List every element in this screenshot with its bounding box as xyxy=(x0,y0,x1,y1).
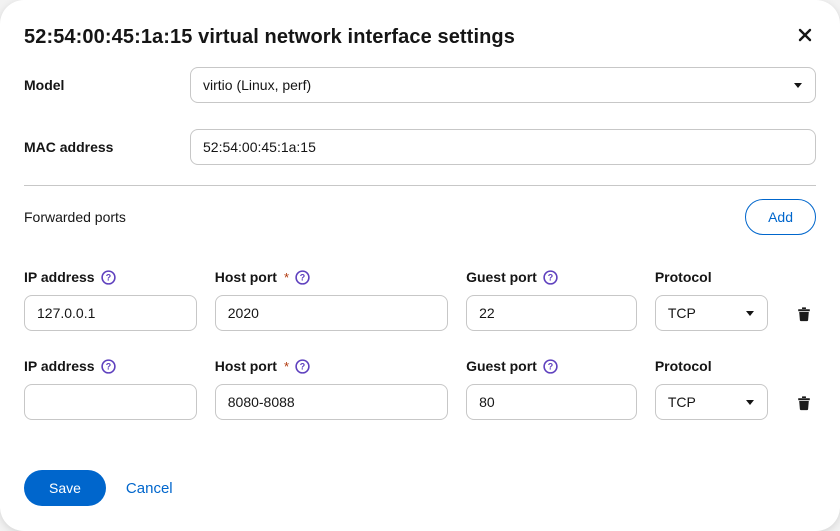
guest-port-field: Guest port ? xyxy=(466,357,637,420)
svg-text:?: ? xyxy=(548,272,553,282)
guest-port-label-row: Guest port ? xyxy=(466,268,637,286)
protocol-field: Protocol TCP xyxy=(654,268,769,331)
ip-address-field: IP address ? xyxy=(24,357,197,420)
model-select-value: virtio (Linux, perf) xyxy=(203,77,312,93)
section-divider xyxy=(24,185,816,186)
protocol-select[interactable]: TCP xyxy=(654,384,769,420)
protocol-label: Protocol xyxy=(654,269,712,285)
help-question-circle-icon[interactable]: ? xyxy=(100,269,116,285)
required-indicator: * xyxy=(283,358,290,374)
ip-address-label-row: IP address ? xyxy=(24,268,197,286)
port-row: IP address ? Host port * ? Guest por xyxy=(24,357,816,420)
help-question-circle-icon[interactable]: ? xyxy=(543,269,558,285)
help-question-circle-icon[interactable]: ? xyxy=(543,358,558,374)
ip-address-label-row: IP address ? xyxy=(24,357,197,375)
protocol-label: Protocol xyxy=(654,358,712,374)
chevron-down-icon xyxy=(746,311,755,316)
ip-address-field: IP address ? xyxy=(24,268,197,331)
ip-address-input[interactable] xyxy=(24,295,197,331)
guest-port-label: Guest port xyxy=(466,358,537,374)
svg-text:?: ? xyxy=(105,272,110,282)
trash-icon xyxy=(798,306,810,321)
guest-port-label-row: Guest port ? xyxy=(466,357,637,375)
host-port-label-row: Host port * ? xyxy=(215,357,448,375)
close-button[interactable] xyxy=(796,26,814,44)
svg-text:?: ? xyxy=(300,361,305,371)
mac-address-row: MAC address xyxy=(24,129,816,165)
trash-icon xyxy=(798,395,810,410)
protocol-select-value: TCP xyxy=(667,305,696,321)
guest-port-field: Guest port ? xyxy=(466,268,637,331)
forwarded-ports-label: Forwarded ports xyxy=(24,209,126,225)
help-question-circle-icon[interactable]: ? xyxy=(295,269,310,285)
save-button[interactable]: Save xyxy=(24,470,106,506)
guest-port-input[interactable] xyxy=(466,295,637,331)
required-indicator: * xyxy=(283,269,290,285)
modal-header: 52:54:00:45:1a:15 virtual network interf… xyxy=(24,24,816,50)
help-question-circle-icon[interactable]: ? xyxy=(295,358,310,374)
svg-text:?: ? xyxy=(300,272,305,282)
model-label: Model xyxy=(24,77,65,93)
svg-text:?: ? xyxy=(105,361,110,371)
protocol-label-row: Protocol xyxy=(655,357,768,375)
delete-port-button[interactable] xyxy=(792,295,816,331)
host-port-label: Host port xyxy=(214,358,277,374)
ip-address-input[interactable] xyxy=(24,384,197,420)
host-port-label-row: Host port * ? xyxy=(215,268,448,286)
model-row: Model virtio (Linux, perf) xyxy=(24,67,816,103)
add-port-button[interactable]: Add xyxy=(745,199,816,235)
model-select[interactable]: virtio (Linux, perf) xyxy=(190,67,816,103)
host-port-field: Host port * ? xyxy=(214,357,449,420)
host-port-input[interactable] xyxy=(214,295,449,331)
guest-port-label: Guest port xyxy=(466,269,537,285)
mac-address-input[interactable] xyxy=(190,129,816,165)
ip-address-label: IP address xyxy=(24,269,95,285)
help-question-circle-icon[interactable]: ? xyxy=(100,358,116,374)
protocol-select[interactable]: TCP xyxy=(654,295,769,331)
forwarded-ports-header: Forwarded ports Add xyxy=(24,199,816,235)
port-row: IP address ? Host port * ? Guest por xyxy=(24,268,816,331)
delete-port-button[interactable] xyxy=(792,384,816,420)
mac-address-label: MAC address xyxy=(24,139,114,155)
guest-port-input[interactable] xyxy=(466,384,637,420)
host-port-input[interactable] xyxy=(214,384,449,420)
modal-footer: Save Cancel xyxy=(24,470,173,506)
host-port-field: Host port * ? xyxy=(214,268,449,331)
chevron-down-icon xyxy=(794,83,802,88)
protocol-select-value: TCP xyxy=(667,394,696,410)
page-title: 52:54:00:45:1a:15 virtual network interf… xyxy=(24,26,515,48)
host-port-label: Host port xyxy=(214,269,277,285)
svg-text:?: ? xyxy=(548,361,553,371)
cancel-button[interactable]: Cancel xyxy=(125,479,173,497)
close-icon xyxy=(798,28,812,42)
ip-address-label: IP address xyxy=(24,358,95,374)
protocol-field: Protocol TCP xyxy=(654,357,769,420)
chevron-down-icon xyxy=(746,400,755,405)
protocol-label-row: Protocol xyxy=(655,268,768,286)
